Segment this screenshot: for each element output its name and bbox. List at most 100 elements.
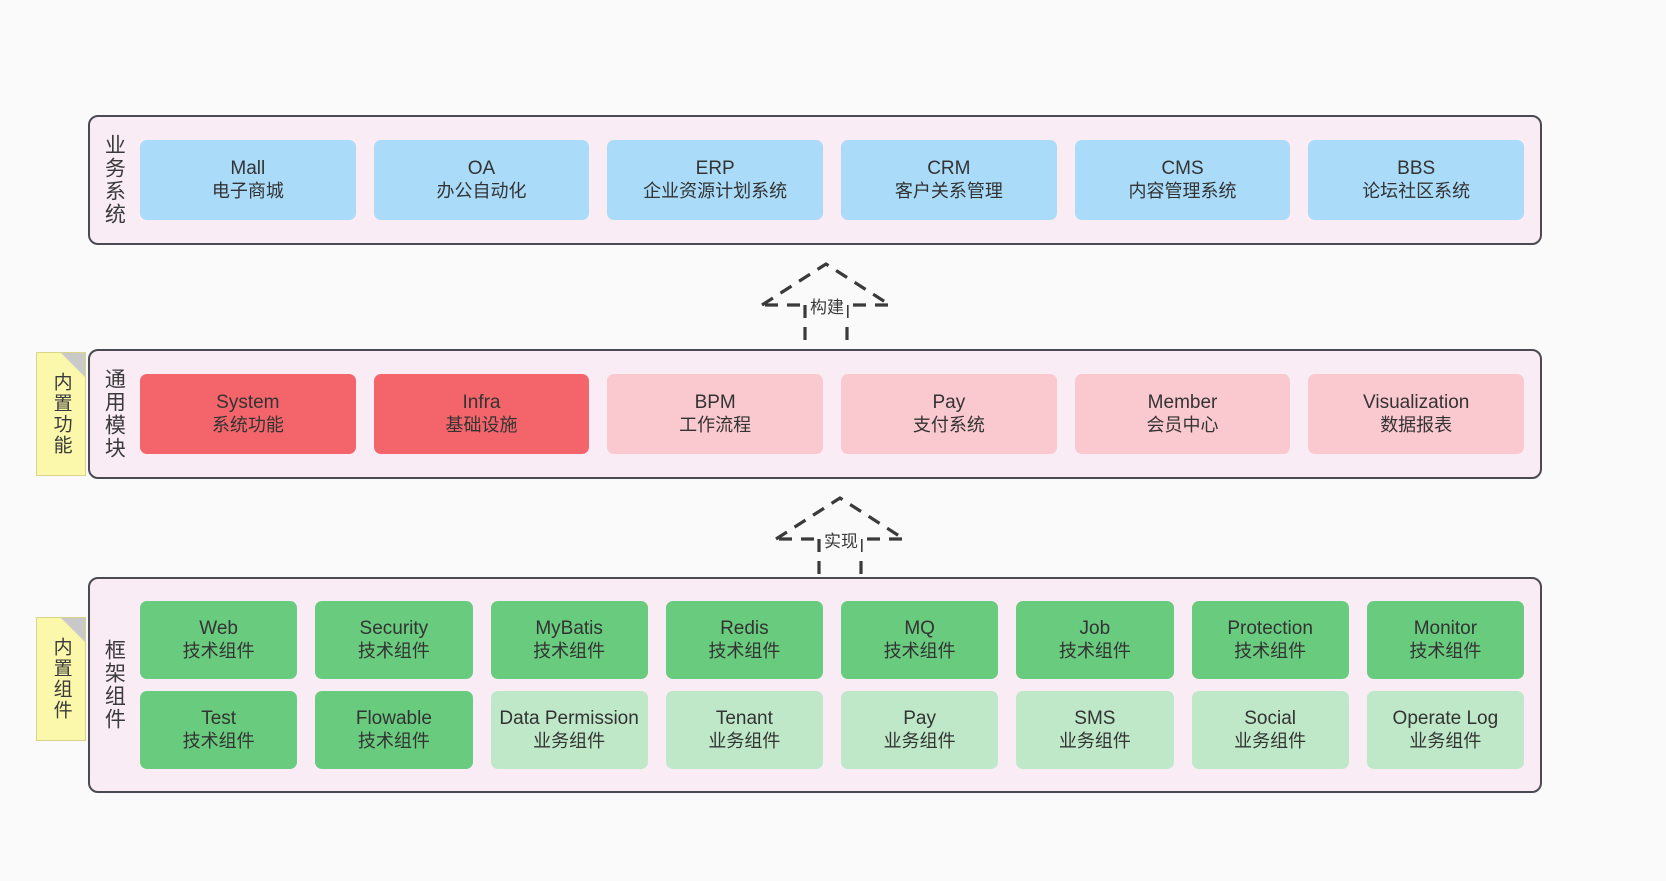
connector-implement-label: 实现 bbox=[821, 527, 861, 552]
node-subtitle: 技术组件 bbox=[533, 640, 606, 661]
note-fold-corner-icon bbox=[61, 618, 85, 642]
node-title: Tenant bbox=[715, 708, 773, 730]
node-title: Mall bbox=[230, 158, 266, 180]
node-title: Test bbox=[201, 708, 237, 730]
node-bbs[interactable]: BBS 论坛社区系统 bbox=[1308, 140, 1525, 220]
node-subtitle: 业务组件 bbox=[1058, 730, 1131, 751]
connector-implement-arrow-icon bbox=[770, 496, 910, 577]
connector-implement: 实现 bbox=[770, 492, 911, 577]
layer-framework-components: 框架组件 Web 技术组件 Security 技术组件 MyBatis 技术组件… bbox=[88, 577, 1542, 793]
node-oa[interactable]: OA 办公自动化 bbox=[373, 140, 590, 220]
node-title: Protection bbox=[1227, 618, 1313, 640]
node-title: MQ bbox=[904, 618, 935, 640]
node-subtitle: 业务组件 bbox=[1409, 730, 1482, 751]
node-title: Visualization bbox=[1363, 392, 1470, 414]
node-subtitle: 业务组件 bbox=[883, 730, 956, 751]
node-title: BPM bbox=[694, 392, 736, 414]
note-label: 内置组件 bbox=[50, 637, 72, 721]
node-mybatis[interactable]: MyBatis 技术组件 bbox=[490, 601, 648, 679]
node-title: Data Permission bbox=[499, 708, 639, 730]
node-row: Test 技术组件 Flowable 技术组件 Data Permission … bbox=[140, 691, 1524, 769]
node-subtitle: 内容管理系统 bbox=[1128, 180, 1237, 201]
node-web[interactable]: Web 技术组件 bbox=[140, 601, 298, 679]
node-cms[interactable]: CMS 内容管理系统 bbox=[1074, 140, 1291, 220]
node-mq[interactable]: MQ 技术组件 bbox=[841, 601, 999, 679]
node-subtitle: 基础设施 bbox=[445, 414, 518, 435]
node-title: MyBatis bbox=[535, 618, 603, 640]
node-system[interactable]: System 系统功能 bbox=[140, 374, 356, 454]
node-tenant[interactable]: Tenant 业务组件 bbox=[665, 691, 823, 769]
node-title: Web bbox=[199, 618, 238, 640]
layer-common-modules: 通用模块 System 系统功能 Infra 基础设施 BPM 工作流程 Pay… bbox=[88, 349, 1542, 479]
node-title: Social bbox=[1244, 708, 1296, 730]
node-subtitle: 会员中心 bbox=[1146, 414, 1219, 435]
node-pay[interactable]: Pay 支付系统 bbox=[841, 374, 1057, 454]
connector-build-arrow-icon bbox=[756, 262, 896, 343]
layer-title-business-systems: 业务系统 bbox=[102, 134, 126, 226]
node-title: Infra bbox=[462, 392, 501, 414]
node-title: BBS bbox=[1397, 158, 1436, 180]
connector-build: 构建 bbox=[756, 258, 897, 343]
note-fold-corner-icon bbox=[61, 353, 85, 377]
node-test[interactable]: Test 技术组件 bbox=[140, 691, 298, 769]
layer-body-business-systems: Mall 电子商城 OA 办公自动化 ERP 企业资源计划系统 CRM 客户关系… bbox=[136, 117, 1540, 243]
node-subtitle: 工作流程 bbox=[679, 414, 752, 435]
node-title: Pay bbox=[932, 392, 966, 414]
node-redis[interactable]: Redis 技术组件 bbox=[665, 601, 823, 679]
layer-title-framework-components: 框架组件 bbox=[102, 639, 126, 731]
node-erp[interactable]: ERP 企业资源计划系统 bbox=[607, 140, 824, 220]
node-subtitle: 技术组件 bbox=[357, 640, 430, 661]
node-subtitle: 系统功能 bbox=[211, 414, 284, 435]
node-social[interactable]: Social 业务组件 bbox=[1191, 691, 1349, 769]
node-title: Operate Log bbox=[1392, 708, 1499, 730]
connector-build-label: 构建 bbox=[807, 293, 847, 318]
node-subtitle: 技术组件 bbox=[182, 640, 255, 661]
note-builtin-features: 内置功能 bbox=[36, 352, 86, 476]
node-title: Redis bbox=[720, 618, 769, 640]
layer-body-common-modules: System 系统功能 Infra 基础设施 BPM 工作流程 Pay 支付系统… bbox=[136, 351, 1540, 477]
node-member[interactable]: Member 会员中心 bbox=[1074, 374, 1291, 454]
node-pay-component[interactable]: Pay 业务组件 bbox=[841, 691, 999, 769]
node-title: Security bbox=[359, 618, 429, 640]
node-subtitle: 业务组件 bbox=[533, 730, 606, 751]
node-title: Job bbox=[1079, 618, 1111, 640]
node-monitor[interactable]: Monitor 技术组件 bbox=[1366, 601, 1524, 679]
node-title: Flowable bbox=[355, 708, 432, 730]
node-job[interactable]: Job 技术组件 bbox=[1016, 601, 1174, 679]
node-flowable[interactable]: Flowable 技术组件 bbox=[315, 691, 473, 769]
node-mall[interactable]: Mall 电子商城 bbox=[140, 140, 356, 220]
node-security[interactable]: Security 技术组件 bbox=[315, 601, 473, 679]
node-subtitle: 数据报表 bbox=[1380, 414, 1453, 435]
node-visualization[interactable]: Visualization 数据报表 bbox=[1308, 374, 1525, 454]
node-row: System 系统功能 Infra 基础设施 BPM 工作流程 Pay 支付系统… bbox=[140, 374, 1525, 454]
node-infra[interactable]: Infra 基础设施 bbox=[373, 374, 590, 454]
node-row: Mall 电子商城 OA 办公自动化 ERP 企业资源计划系统 CRM 客户关系… bbox=[140, 140, 1525, 220]
node-protection[interactable]: Protection 技术组件 bbox=[1191, 601, 1349, 679]
layer-title-common-modules: 通用模块 bbox=[102, 368, 126, 460]
layer-body-framework-components: Web 技术组件 Security 技术组件 MyBatis 技术组件 Redi… bbox=[136, 579, 1540, 791]
node-subtitle: 技术组件 bbox=[883, 640, 956, 661]
node-row: Web 技术组件 Security 技术组件 MyBatis 技术组件 Redi… bbox=[140, 601, 1524, 679]
node-subtitle: 技术组件 bbox=[1409, 640, 1482, 661]
node-subtitle: 支付系统 bbox=[912, 414, 985, 435]
node-subtitle: 技术组件 bbox=[1058, 640, 1131, 661]
node-crm[interactable]: CRM 客户关系管理 bbox=[841, 140, 1057, 220]
node-sms[interactable]: SMS 业务组件 bbox=[1016, 691, 1174, 769]
node-subtitle: 技术组件 bbox=[357, 730, 430, 751]
node-operate-log[interactable]: Operate Log 业务组件 bbox=[1366, 691, 1524, 769]
layer-business-systems: 业务系统 Mall 电子商城 OA 办公自动化 ERP 企业资源计划系统 CRM… bbox=[88, 115, 1542, 245]
node-subtitle: 技术组件 bbox=[182, 730, 255, 751]
node-title: System bbox=[216, 392, 280, 414]
node-subtitle: 论坛社区系统 bbox=[1362, 180, 1471, 201]
node-bpm[interactable]: BPM 工作流程 bbox=[607, 374, 824, 454]
node-title: CRM bbox=[927, 158, 971, 180]
node-data-permission[interactable]: Data Permission 业务组件 bbox=[490, 691, 648, 769]
node-title: Monitor bbox=[1413, 618, 1478, 640]
node-subtitle: 企业资源计划系统 bbox=[643, 180, 788, 201]
node-title: Pay bbox=[903, 708, 936, 730]
node-subtitle: 业务组件 bbox=[708, 730, 781, 751]
node-subtitle: 技术组件 bbox=[708, 640, 781, 661]
node-title: OA bbox=[467, 158, 496, 180]
node-subtitle: 电子商城 bbox=[211, 180, 284, 201]
